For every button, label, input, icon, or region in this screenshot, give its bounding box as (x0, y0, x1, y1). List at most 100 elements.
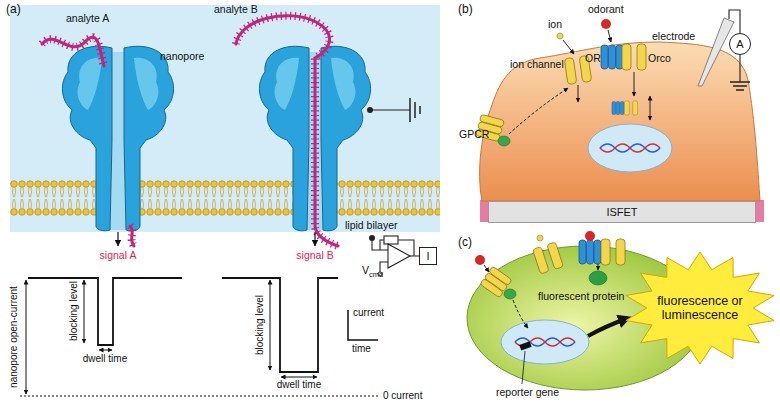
nucleus (501, 320, 589, 364)
reporter-gene-mark (519, 341, 531, 350)
trafficking-arrow (650, 96, 651, 120)
starburst-polygon (626, 252, 774, 364)
lipid-bilayer (10, 180, 440, 216)
analyte-strand (42, 37, 104, 66)
text-label: ion (548, 18, 562, 30)
ion-particle (557, 33, 563, 39)
analyte-strand (130, 226, 134, 246)
ground-symbol (736, 89, 744, 91)
current-trace (222, 278, 338, 372)
dimension-arrow (281, 377, 317, 378)
text-label: nanopore (160, 50, 204, 62)
dna-strand (600, 144, 660, 152)
flow-arrow (563, 40, 574, 54)
expression-arrow (588, 318, 628, 336)
odorant-molecule (601, 19, 611, 29)
ground-symbol (419, 106, 421, 114)
signal-arrow (513, 300, 528, 328)
flow-arrow (484, 265, 489, 272)
analyte-strand (236, 16, 338, 246)
circuit-wire (380, 240, 419, 272)
text-label: lipid bilayer (345, 219, 398, 231)
nanopore-left-half (259, 46, 309, 231)
text-label: electrode (652, 30, 695, 42)
text-label: analyte B (214, 3, 258, 15)
signal-arrow (314, 232, 315, 246)
ground-symbol (733, 85, 747, 87)
dna-strand (600, 144, 660, 152)
rotated-label: nanopore open-current (8, 286, 20, 388)
odorant-receptor (601, 45, 623, 69)
signal-arrow (509, 88, 568, 134)
text-label: dwell time (277, 379, 321, 391)
text-label: dwell time (83, 353, 127, 365)
current-trace (28, 278, 182, 345)
text-label: OR (585, 52, 601, 64)
text-label: (a) (6, 3, 21, 17)
node-text: ISFET (606, 206, 637, 219)
fluorescent-protein (589, 271, 607, 285)
text-label: odorant (588, 3, 624, 15)
dimension-arrow (26, 280, 27, 394)
text-label: signal B (296, 249, 333, 261)
amplifier-symbol (388, 244, 410, 268)
ion-channel (533, 242, 564, 274)
dimension-arrow (270, 280, 271, 370)
odorant-molecule (585, 231, 595, 241)
node-text: A (736, 38, 743, 51)
analyte-bases (236, 16, 338, 246)
ground-symbol (730, 81, 750, 83)
node-text: I (426, 250, 429, 263)
electrode-dot (367, 107, 373, 113)
rotated-label: blocking level (68, 281, 80, 341)
ground-wire (370, 109, 410, 110)
text-label: (c) (458, 236, 472, 250)
nanopore-left-half (62, 46, 112, 231)
dimension-arrow (99, 350, 112, 351)
feedback-resistor (384, 236, 398, 244)
dimension-arrow (84, 280, 85, 343)
flow-arrow (598, 264, 599, 270)
orco-coreceptor (622, 44, 646, 70)
g-protein (498, 136, 510, 146)
flow-arrow (608, 30, 611, 42)
text-label: V (362, 264, 369, 276)
text-label: (b) (458, 3, 473, 17)
electrode-pipette (698, 18, 734, 86)
text-label: ion channel (510, 58, 564, 70)
analyte-bases (130, 226, 134, 246)
flow-arrow (634, 72, 635, 96)
odorant-receptor (579, 240, 601, 264)
isfet-chip: ISFET (488, 201, 756, 223)
ammeter-symbol: A (729, 33, 751, 55)
orco-coreceptor (601, 239, 625, 265)
leader-line (522, 351, 525, 384)
ground-symbol (414, 102, 416, 118)
ligand-molecule (475, 255, 485, 265)
starburst-shape: fluorescence or luminescence (622, 250, 778, 366)
text-label: reporter gene (496, 386, 559, 398)
text-label: cmd (369, 271, 383, 280)
node-text: fluorescence or luminescence (652, 294, 748, 323)
text-label: fluorescent protein (538, 290, 624, 302)
cell-body (480, 42, 760, 201)
zero-current-line (20, 396, 378, 397)
current-meter-box: I (419, 247, 437, 265)
g-protein (504, 289, 516, 299)
receptor-trafficking (612, 101, 624, 114)
text-label: GPCR (459, 128, 489, 140)
text-label: 0 current (383, 390, 422, 402)
text-label: current (353, 307, 384, 319)
text-label: analyte A (66, 12, 109, 24)
text-label: signal A (100, 249, 137, 261)
ground-symbol (409, 98, 411, 122)
text-label: Orco (648, 52, 671, 64)
signal-arrow (117, 232, 118, 246)
nanopore-right-half (321, 46, 371, 231)
nanopore-right-half (124, 46, 174, 231)
text-label: time (352, 343, 371, 355)
flow-arrow (578, 85, 579, 102)
receptor-trafficking (624, 101, 637, 115)
analyte-bases (42, 37, 104, 66)
